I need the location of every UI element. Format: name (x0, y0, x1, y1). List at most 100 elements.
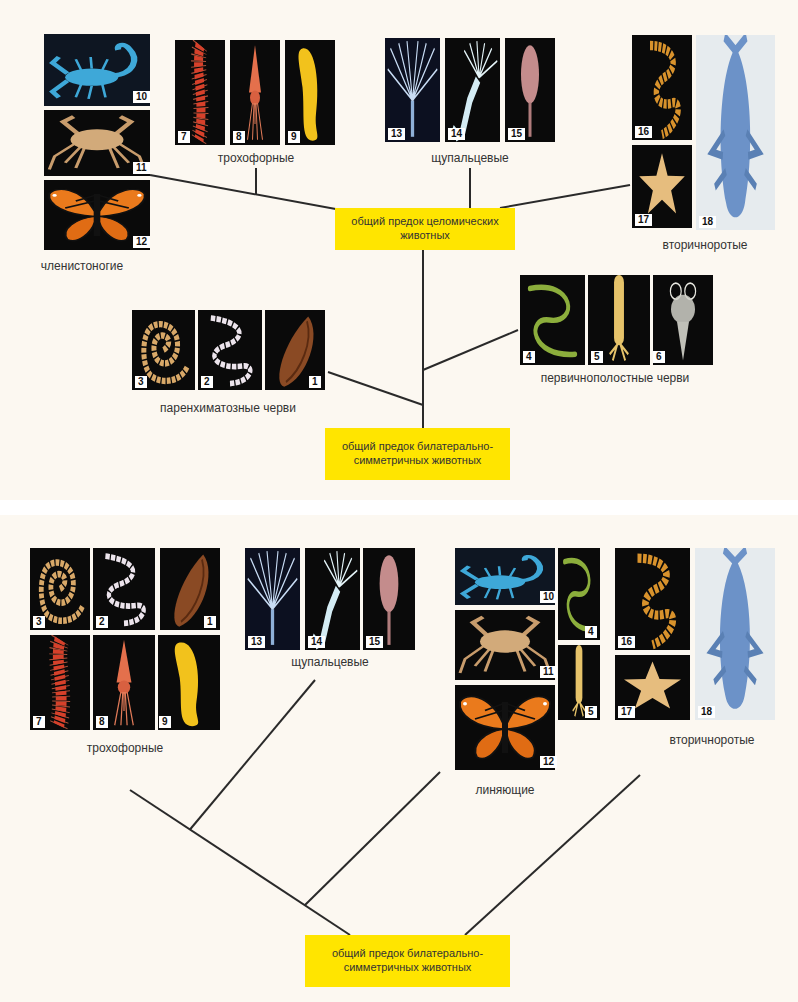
group-label: трохофорные (87, 741, 163, 755)
callout-number: 6 (653, 351, 665, 363)
tree-branches (130, 680, 640, 935)
rotifer-photo (653, 275, 713, 365)
node-label: общий предок билатерально-симметричных ж… (313, 947, 502, 975)
callout-number: 13 (248, 636, 265, 648)
callout-number: 17 (635, 214, 652, 226)
callout-number: 3 (33, 616, 45, 628)
callout-number: 8 (233, 131, 245, 143)
nematode-photo (558, 548, 600, 640)
callout-number: 11 (540, 666, 557, 678)
branch-line (255, 168, 257, 194)
callout-number: 11 (133, 162, 150, 174)
callout-number: 16 (635, 126, 652, 138)
mollusc-photo (285, 40, 335, 145)
callout-number: 8 (96, 716, 108, 728)
bryozoan-photo (385, 38, 440, 142)
group-label: щупальцевые (431, 151, 509, 165)
acorn-worm-photo (615, 548, 690, 650)
acorn-worm-photo (632, 35, 692, 140)
group-label: первичнополостные черви (541, 371, 690, 385)
squid-photo (93, 635, 155, 730)
callout-number: 9 (288, 131, 300, 143)
tapeworm-photo (132, 310, 195, 390)
thumbnail-group (44, 34, 775, 390)
callout-number: 4 (585, 626, 597, 638)
butterfly-photo (44, 180, 150, 250)
callout-number: 18 (698, 706, 715, 718)
flatworm-photo (265, 310, 325, 390)
panel-ground (0, 515, 798, 1002)
callout-number: 1 (309, 376, 321, 388)
callout-number: 12 (540, 756, 557, 768)
callout-number: 14 (448, 128, 465, 140)
mollusc-photo (158, 635, 220, 730)
branch-line (305, 772, 440, 905)
callout-number: 18 (699, 216, 716, 228)
scorpion-photo (44, 34, 150, 106)
node-label: общий предок билатерально-симметричных ж… (333, 440, 502, 468)
branch-line (190, 680, 315, 830)
group-label: трохофорные (218, 151, 294, 165)
polychaete-photo (30, 635, 90, 730)
flatworm-photo (160, 548, 220, 630)
callout-number: 5 (591, 351, 603, 363)
callout-number: 2 (96, 616, 108, 628)
group-label: паренхиматозные черви (160, 401, 296, 415)
group-label: щупальцевые (291, 655, 369, 669)
polychaete-photo (175, 40, 225, 145)
nematode-photo (520, 275, 585, 365)
callout-number: 1 (204, 616, 216, 628)
callout-number: 12 (133, 236, 150, 248)
branch-line (328, 372, 423, 405)
callout-number: 3 (135, 376, 147, 388)
branch-line (423, 330, 518, 370)
callout-number: 13 (388, 128, 405, 140)
branch-line (500, 185, 630, 208)
bryozoan-photo (245, 548, 300, 650)
ancestor-box: общий предок билатерально-симметричных ж… (325, 428, 510, 480)
brachiopod-photo (505, 38, 555, 142)
branch-line (150, 175, 352, 212)
group-label: вторичноротые (663, 238, 748, 252)
tapeworm-photo (198, 310, 262, 390)
node-label: общий предок целомических животных (343, 215, 507, 243)
callout-number: 14 (308, 636, 325, 648)
squid-photo (230, 40, 280, 145)
callout-number: 7 (178, 131, 190, 143)
branch-line (465, 775, 640, 935)
callout-number: 17 (618, 706, 635, 718)
callout-number: 2 (201, 376, 213, 388)
fish-photo (696, 35, 775, 230)
phoronid-photo (445, 38, 500, 142)
tree-branches (150, 168, 630, 405)
callout-number: 7 (33, 716, 45, 728)
callout-number: 9 (159, 716, 171, 728)
branch-line (469, 168, 471, 208)
ancestor-box: общий предок целомических животных (335, 208, 515, 250)
brachiopod-photo (363, 548, 415, 650)
tapeworm-photo (30, 548, 90, 630)
tree-connector (422, 250, 424, 428)
tapeworm-photo (93, 548, 155, 630)
group-label: линяющие (475, 783, 534, 797)
group-label: вторичноротые (670, 733, 755, 747)
starfish-photo (632, 145, 692, 228)
priapulid-photo (558, 645, 600, 720)
callout-number: 4 (523, 351, 535, 363)
callout-number: 15 (508, 128, 525, 140)
callout-number: 5 (585, 706, 597, 718)
group-label: членистоногие (41, 259, 123, 273)
branch-line (130, 790, 350, 935)
callout-number: 16 (618, 636, 635, 648)
callout-number: 15 (366, 636, 383, 648)
callout-number: 10 (133, 91, 150, 103)
thumbnail-group (30, 548, 775, 770)
ancestor-box: общий предок билатерально-симметричных ж… (305, 935, 510, 987)
panel-ground (0, 0, 798, 500)
starfish-photo (615, 655, 690, 720)
crab-photo (44, 110, 150, 176)
fish-photo (695, 548, 775, 720)
priapulid-photo (588, 275, 650, 365)
